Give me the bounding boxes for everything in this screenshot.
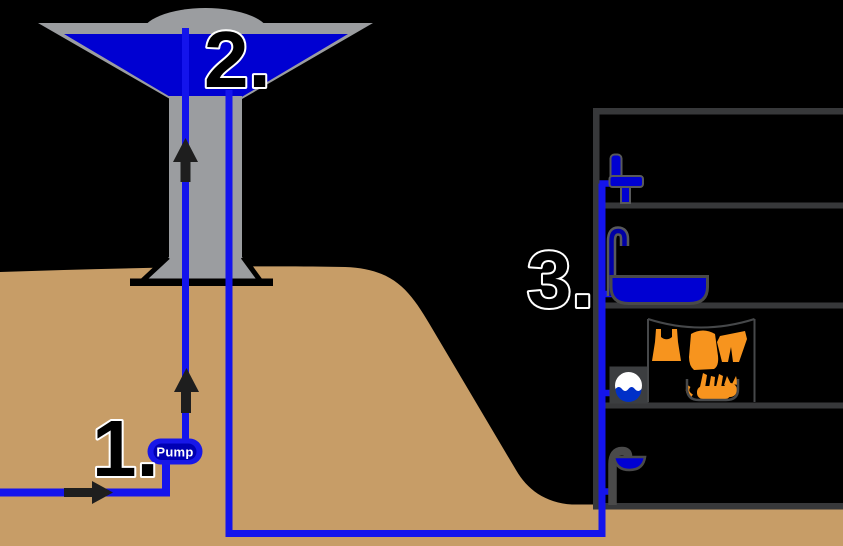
fountain-pedestal: [608, 446, 633, 505]
clothesline-icon: [647, 318, 756, 402]
flow-arrow-right-icon: [64, 481, 113, 504]
arrow-head: [92, 481, 113, 504]
pants-icon: [717, 331, 747, 362]
arrow-tail: [180, 161, 191, 182]
tank-top-icon: [652, 329, 681, 361]
cat-ear: [732, 376, 738, 385]
fountain-bowl: [612, 455, 647, 472]
arrow-head: [173, 138, 198, 162]
cat-body: [697, 386, 731, 399]
laundry-basket-icon: [685, 379, 740, 402]
bathtub-icon: [609, 275, 709, 305]
sink-faucet-icon: [608, 153, 644, 204]
tower-base-footing: [130, 278, 273, 286]
tank-water: [64, 34, 348, 98]
flow-arrow-up-icon: [174, 368, 199, 413]
arrow-tail: [181, 391, 191, 413]
shirt-icon: [689, 330, 719, 370]
pump-body-inner: [153, 443, 197, 460]
washing-machine-water: [615, 387, 642, 403]
cat-paw: [700, 373, 707, 388]
clothesline-wire: [647, 318, 755, 329]
flow-arrow-up-icon: [173, 138, 198, 182]
cat-ear: [724, 376, 731, 385]
water-tower-icon: [38, 8, 373, 286]
building-floor-line: [593, 302, 843, 309]
cat-head: [723, 383, 737, 397]
flow-arrows: [64, 138, 199, 504]
bathroom-fixtures: [606, 226, 709, 305]
cat-paw: [716, 374, 723, 388]
laundry-room: [609, 318, 756, 404]
building-roof-line: [593, 108, 843, 115]
building: [593, 108, 843, 510]
ground-hill: [0, 266, 843, 546]
step-label-tower: 2.: [204, 15, 271, 104]
cat-icon: [685, 373, 738, 399]
pump-label: Pump: [156, 445, 193, 460]
step-label-building: 3.: [527, 235, 594, 324]
bath-faucet-inner: [609, 228, 627, 296]
pump-icon: Pump: [147, 438, 203, 465]
sink-pedestal: [620, 185, 631, 204]
distribution-pipe: [225, 90, 606, 537]
arrow-tail: [64, 488, 93, 497]
building-ground-line: [593, 503, 843, 510]
drinking-fountain-icon: [608, 446, 647, 505]
cat-paw: [709, 376, 715, 388]
building-floor-line: [593, 202, 843, 209]
arrow-head: [174, 368, 199, 392]
sink-basin: [608, 175, 644, 188]
building-floor-line: [593, 402, 843, 409]
step-label-pump: 1.: [92, 404, 159, 493]
